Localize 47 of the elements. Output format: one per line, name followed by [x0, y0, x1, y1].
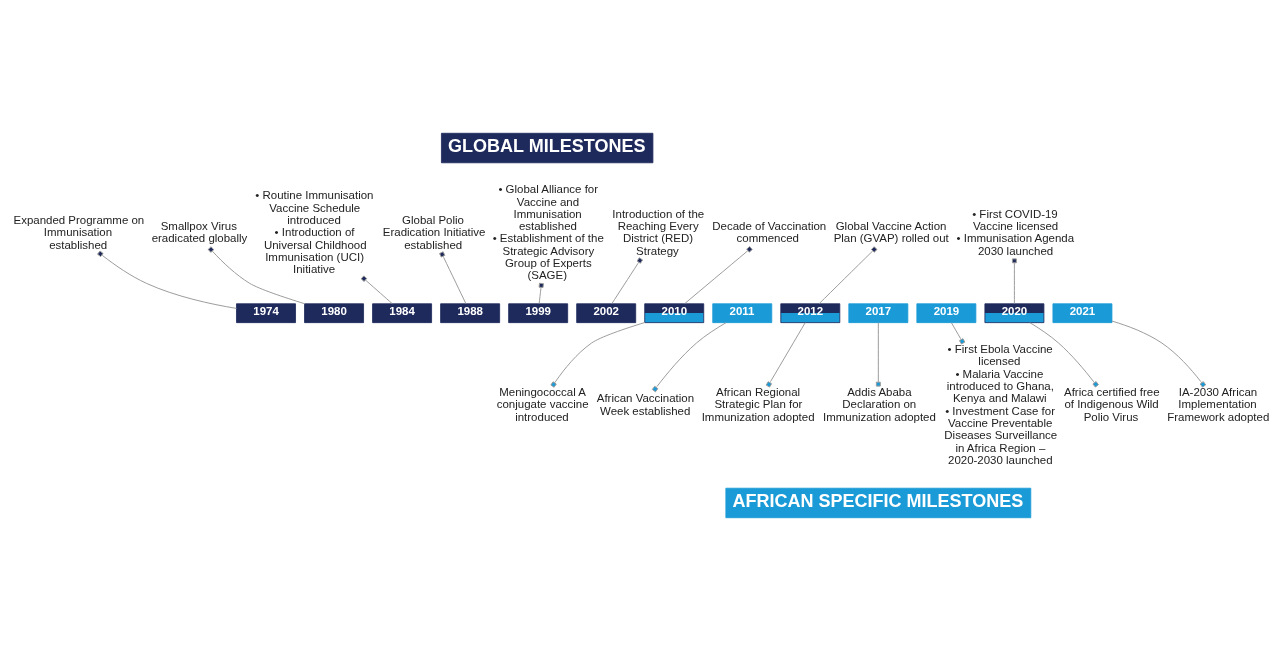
node-text: Meningococcal A conjugate vaccine introduced	[496, 386, 589, 423]
node-text: • Global Alliance for Vaccine and Immunisation established • Establishment of the Strategic Advisory Group of Experts (SAGE)	[492, 183, 604, 282]
node-box: 1974	[236, 303, 296, 324]
node-box: 1988	[440, 303, 501, 324]
connector	[875, 322, 881, 387]
node-box: 2020	[984, 303, 1045, 324]
node-box: 1999	[508, 303, 569, 324]
node-box: 1980	[304, 303, 364, 324]
connector	[439, 251, 467, 305]
node-box: AFRICAN SPECIFIC MILESTONES	[725, 487, 1032, 519]
connector	[950, 322, 966, 345]
node-text: Introduction of the Reaching Every District (RED) Strategy	[612, 207, 705, 257]
connector	[651, 322, 727, 393]
node-text: African Regional Strategic Plan for Immunization adopted	[701, 386, 815, 423]
connector	[611, 257, 644, 304]
node-box: 2010	[644, 303, 705, 324]
connector	[1111, 320, 1207, 388]
node-text: Africa certified free of Indigenous Wild Polio Virus	[1063, 386, 1160, 423]
node-text: Global Vaccine Action Plan (GVAP) rolled out	[833, 220, 949, 245]
connector	[765, 322, 806, 388]
node-text: Expanded Programme on Immunisation established	[13, 214, 145, 251]
node-text: • First Ebola Vaccine licensed • Malaria Vaccine introduced to Ghana, Kenya and Malawi • Investment Case for Vaccine Preventable Diseases Surveillance in Africa Region – 2020-2030 launched	[944, 343, 1058, 466]
node-box: 2021	[1052, 303, 1113, 324]
connector	[684, 246, 753, 305]
node-text: Global Polio Eradication Initiative established	[382, 214, 486, 251]
node-text: Addis Ababa Declaration on Immunization adopted	[823, 386, 936, 423]
node-box: 2011	[712, 303, 773, 324]
connector	[1011, 258, 1017, 304]
node-box: 2012	[780, 303, 841, 324]
node-text: Decade of Vaccination commenced	[712, 220, 827, 245]
connector	[538, 282, 544, 304]
node-text: Smallpox Virus eradicated globally	[151, 220, 248, 245]
node-box: 2002	[576, 303, 637, 324]
node-box: GLOBAL MILESTONES	[441, 132, 654, 164]
node-box: 2019	[916, 303, 977, 324]
connector	[818, 246, 878, 305]
connector	[1029, 322, 1099, 388]
connector	[360, 275, 393, 305]
node-text: African Vaccination Week established	[596, 392, 695, 417]
node-text: • Routine Immunisation Vaccine Schedule introduced • Introduction of Universal Childhood Immunisation (UCI) Initiative	[255, 189, 374, 276]
node-text: IA-2030 African Implementation Framework adopted	[1167, 386, 1270, 423]
connector	[550, 322, 646, 388]
node-box: 1984	[372, 303, 432, 324]
node-box: 2017	[848, 303, 909, 324]
connector	[207, 246, 306, 305]
connector	[97, 250, 237, 309]
node-text: • First COVID-19 Vaccine licensed • Immunisation Agenda 2030 launched	[956, 207, 1075, 257]
